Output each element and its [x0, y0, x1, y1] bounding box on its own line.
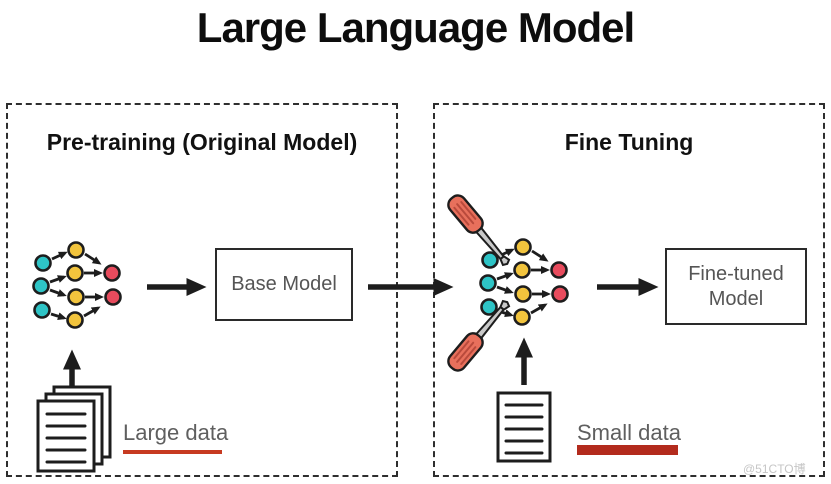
document-icon: [496, 391, 552, 463]
screwdriver-top-icon: [443, 191, 516, 271]
pretraining-panel-title: Pre-training (Original Model): [46, 129, 358, 155]
watermark: @51CTO博: [743, 462, 806, 476]
large-data-label: Large data: [123, 420, 229, 445]
small-data-underline: [577, 445, 678, 455]
screwdriver-bottom-icon: [443, 295, 516, 375]
page-title: Large Language Model: [196, 4, 635, 51]
neural-network-base-icon: [34, 243, 121, 328]
large-data-underline: [123, 450, 222, 454]
document-stack-icon: [36, 385, 112, 473]
pretraining-panel: Pre-training (Original Model): [6, 103, 398, 477]
small-data-label: Small data: [577, 420, 681, 445]
fine-tuned-model-box: Fine-tuned Model: [665, 248, 807, 325]
base-model-box: Base Model: [215, 248, 353, 321]
fine-tuning-panel-title: Fine Tuning: [564, 129, 694, 155]
